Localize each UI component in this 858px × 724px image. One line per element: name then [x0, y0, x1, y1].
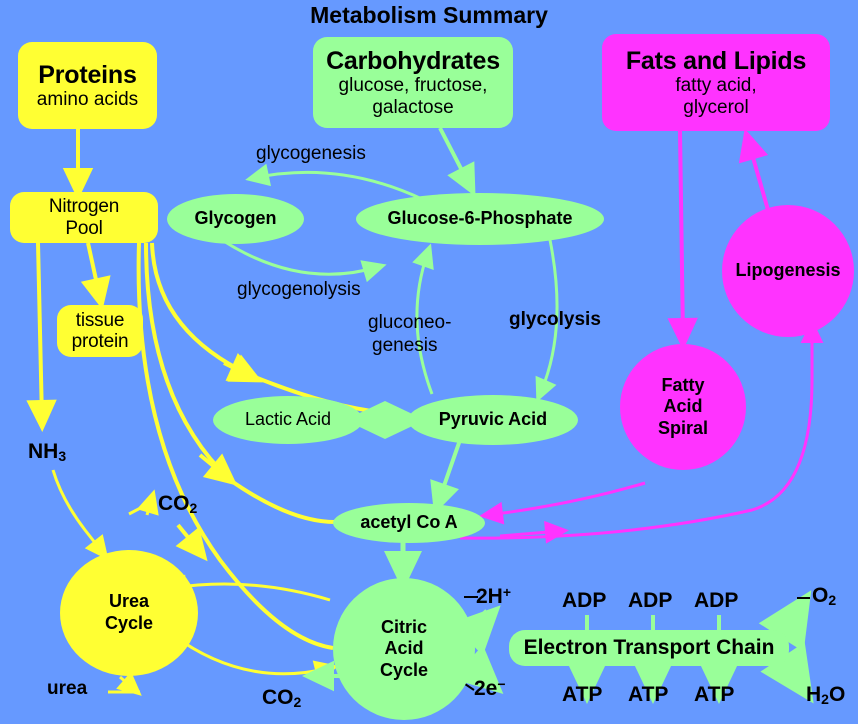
node-fatty-acid-spiral-line1: Fatty — [661, 374, 705, 395]
page-title: Metabolism Summary — [310, 2, 548, 28]
node-lipogenesis-label: Lipogenesis — [735, 260, 841, 281]
label-2e-minus-text: 2e — [474, 676, 498, 700]
node-carbohydrates-subtitle-line2: galactose — [372, 96, 454, 118]
label-nh3: NH3 — [28, 440, 66, 464]
node-carbohydrates[interactable]: Carbohydrates glucose, fructose, galacto… — [313, 37, 513, 128]
label-co2-citric: CO2 — [262, 686, 301, 710]
label-co2-citric-text: CO — [262, 686, 294, 709]
node-proteins[interactable]: Proteins amino acids — [18, 42, 157, 129]
label-co2-citric-subscript: 2 — [293, 694, 302, 711]
edge-nitrogen-pool-to-pyruvic-acid — [150, 242, 405, 416]
node-tissue-protein[interactable]: tissue protein — [57, 305, 143, 357]
edge-nitrogen-pyruvic-arrowhead — [223, 354, 263, 383]
node-fatty-acid-spiral[interactable]: Fatty Acid Spiral — [620, 344, 746, 470]
node-glycogen-label: Glycogen — [194, 208, 277, 229]
node-citric-acid-cycle[interactable]: Citric Acid Cycle — [333, 578, 475, 720]
edge-etc-to-o2 — [758, 590, 812, 652]
label-glycogenesis: glycogenesis — [256, 143, 366, 164]
label-adp-3: ADP — [694, 589, 739, 612]
node-fatty-acid-spiral-line2: Acid — [663, 396, 703, 417]
edge-urea-cycle-to-urea — [116, 671, 142, 696]
node-pyruvic-acid-label: Pyruvic Acid — [438, 409, 548, 430]
node-urea-cycle-line1: Urea — [108, 591, 150, 612]
edge-citric-2h-arrowhead — [450, 605, 501, 656]
node-lactic-acid[interactable]: Lactic Acid — [213, 396, 363, 444]
node-citric-acid-cycle-line2: Acid — [384, 638, 424, 659]
edge-nh3-to-urea-cycle — [51, 469, 109, 561]
label-o2-text: O — [812, 584, 829, 607]
label-nh3-text: NH — [28, 440, 59, 463]
label-h2o: H2O — [806, 683, 845, 707]
edge-nitrogen-citric-arrowhead — [175, 523, 208, 562]
label-h2o-h: H — [806, 683, 822, 706]
label-glycogenolysis: glycogenolysis — [237, 279, 361, 300]
node-citric-acid-cycle-line1: Citric — [380, 616, 427, 637]
node-nitrogen-pool[interactable]: Nitrogen Pool — [10, 192, 158, 243]
node-nitrogen-pool-line2: Pool — [65, 217, 103, 239]
node-nitrogen-pool-line1: Nitrogen — [48, 196, 120, 218]
label-co2-urea: CO2 — [158, 492, 197, 516]
edge-lipogenesis-to-fats — [738, 128, 770, 211]
node-electron-transport-chain-label: Electron Transport Chain — [523, 636, 775, 659]
node-carbohydrates-title: Carbohydrates — [326, 47, 500, 76]
label-atp-3: ATP — [694, 683, 735, 706]
label-2h-plus-superscript: + — [502, 584, 512, 600]
label-gluconeogenesis-line2: genesis — [372, 335, 438, 356]
label-co2-urea-subscript: 2 — [189, 500, 198, 517]
label-2e-minus: 2e− — [474, 676, 506, 701]
node-glucose-6-phosphate-label: Glucose-6-Phosphate — [387, 208, 573, 229]
label-urea: urea — [47, 678, 88, 699]
node-fatty-acid-spiral-line3: Spiral — [657, 417, 709, 438]
edge-nitrogen-pool-to-tissue-protein — [80, 242, 111, 310]
node-pyruvic-acid[interactable]: Pyruvic Acid — [408, 395, 578, 445]
edge-nitrogen-acetyl-arrowhead — [198, 453, 238, 486]
label-2e-minus-superscript: − — [497, 676, 506, 692]
edge-glycogenesis — [245, 163, 425, 202]
edge-carbohydrates-to-glucose-6-phosphate — [438, 127, 476, 197]
node-tissue-protein-line1: tissue — [75, 309, 125, 331]
edge-urea-co2-stub — [128, 501, 151, 516]
label-co2-urea-text: CO — [158, 492, 190, 515]
node-fats-title: Fats and Lipids — [625, 47, 807, 76]
label-2h-plus: 2H+ — [476, 584, 511, 609]
node-fats-subtitle-line1: fatty acid, — [675, 75, 757, 97]
node-tissue-protein-line2: protein — [71, 331, 129, 352]
edge-etc-to-h2o — [760, 642, 814, 704]
edge-urea-cycle-to-co2 — [136, 489, 159, 516]
node-carbohydrates-subtitle-line1: glucose, fructose, — [338, 75, 488, 97]
edge-pyruvic-acid-to-acetyl-coa — [430, 439, 462, 515]
label-2h-plus-text: 2H — [476, 584, 503, 608]
label-adp-1: ADP — [562, 589, 607, 612]
node-glucose-6-phosphate[interactable]: Glucose-6-Phosphate — [356, 193, 604, 245]
label-adp-2: ADP — [628, 589, 673, 612]
node-urea-cycle[interactable]: Urea Cycle — [60, 550, 198, 676]
label-gluconeogenesis-line1: gluconeo- — [368, 312, 452, 333]
node-fats-subtitle-line2: glycerol — [683, 96, 749, 118]
edge-fats-to-fatty-acid-spiral — [667, 130, 698, 350]
edge-fatty-acid-spiral-to-acetyl-coa — [479, 481, 646, 525]
edge-glycogenolysis — [221, 238, 387, 283]
node-urea-cycle-line2: Cycle — [104, 613, 154, 633]
node-glycogen[interactable]: Glycogen — [167, 194, 304, 244]
node-lactic-acid-label: Lactic Acid — [244, 409, 332, 430]
node-fats-and-lipids[interactable]: Fats and Lipids fatty acid, glycerol — [602, 34, 830, 131]
node-proteins-title: Proteins — [38, 60, 137, 89]
label-nh3-subscript: 3 — [58, 448, 67, 465]
node-lipogenesis[interactable]: Lipogenesis — [722, 205, 854, 337]
node-acetyl-coa-label: acetyl Co A — [360, 512, 458, 533]
label-h2o-subscript: 2 — [821, 691, 829, 708]
label-atp-2: ATP — [628, 683, 669, 706]
node-citric-acid-cycle-line3: Cycle — [379, 659, 429, 680]
node-electron-transport-chain[interactable]: Electron Transport Chain — [509, 630, 789, 666]
label-h2o-o: O — [828, 683, 846, 706]
label-o2: O2 — [812, 584, 836, 608]
edge-acetyl-coa-lipogenesis-arrowhead — [499, 520, 569, 544]
node-acetyl-coa[interactable]: acetyl Co A — [333, 503, 485, 543]
label-glycolysis: glycolysis — [509, 309, 601, 330]
label-atp-1: ATP — [562, 683, 603, 706]
node-proteins-subtitle: amino acids — [36, 88, 139, 110]
label-o2-subscript: 2 — [828, 592, 837, 609]
edge-nitrogen-pool-to-nh3 — [26, 242, 57, 432]
